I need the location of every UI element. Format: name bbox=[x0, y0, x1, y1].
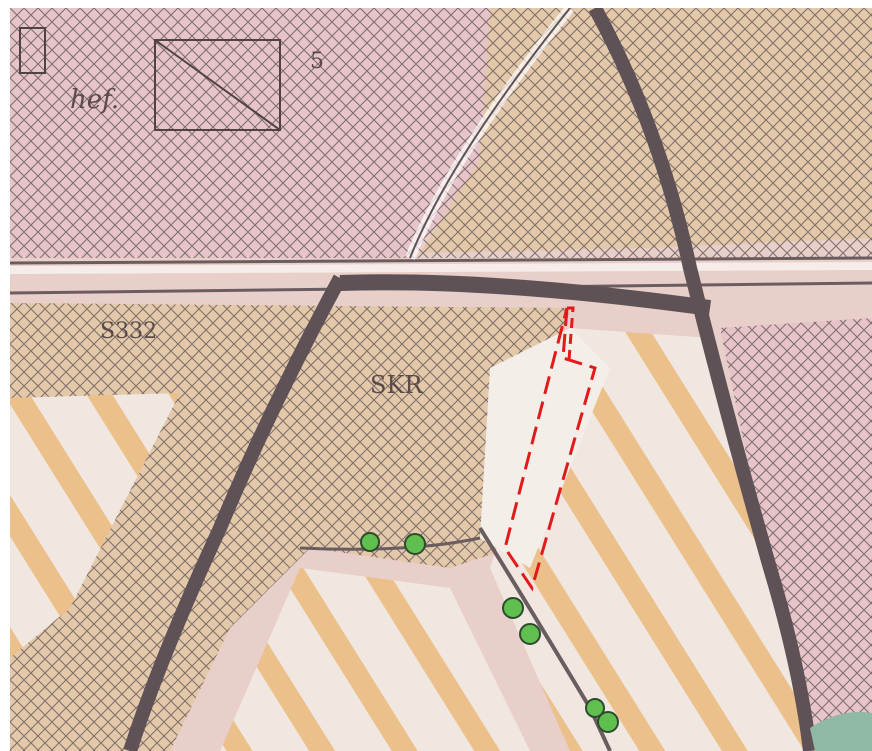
tree-dot bbox=[585, 698, 605, 718]
road-white-band bbox=[10, 262, 872, 274]
tree-dot bbox=[502, 597, 524, 619]
tree-dot bbox=[519, 623, 541, 645]
building-outline bbox=[154, 39, 281, 131]
left-margin bbox=[0, 0, 10, 751]
striped-zone-west bbox=[10, 393, 180, 658]
striped-zone-south bbox=[220, 568, 530, 751]
road-line-1 bbox=[10, 256, 872, 265]
main-road-diagonal bbox=[123, 274, 347, 751]
main-road-curve bbox=[339, 274, 712, 316]
white-plot bbox=[480, 328, 610, 568]
tree-dot bbox=[597, 711, 619, 733]
building-diagonal bbox=[154, 39, 281, 131]
hatch-north bbox=[10, 8, 872, 258]
boundary-marker bbox=[503, 307, 597, 592]
top-margin bbox=[0, 0, 872, 8]
map-frame: 5 S332 SKR hef. bbox=[10, 8, 872, 751]
main-road-vertical bbox=[588, 8, 817, 751]
path-south-west bbox=[299, 536, 481, 551]
boundary-marker-access bbox=[567, 306, 575, 361]
road-north-edge bbox=[409, 8, 571, 259]
hatch-east bbox=[720, 318, 872, 751]
tree-dot bbox=[404, 533, 426, 555]
path-south bbox=[478, 526, 612, 751]
building-small bbox=[19, 27, 46, 74]
parcel-label-west: S332 bbox=[100, 319, 157, 344]
district-mark: SKR bbox=[370, 371, 423, 399]
forest-patch bbox=[810, 712, 872, 751]
cadastral-map: 5 S332 SKR hef. bbox=[10, 8, 872, 751]
parcel-label-north: 5 bbox=[310, 49, 324, 74]
tree-dot bbox=[360, 532, 380, 552]
handwritten-label: hef. bbox=[70, 85, 119, 115]
